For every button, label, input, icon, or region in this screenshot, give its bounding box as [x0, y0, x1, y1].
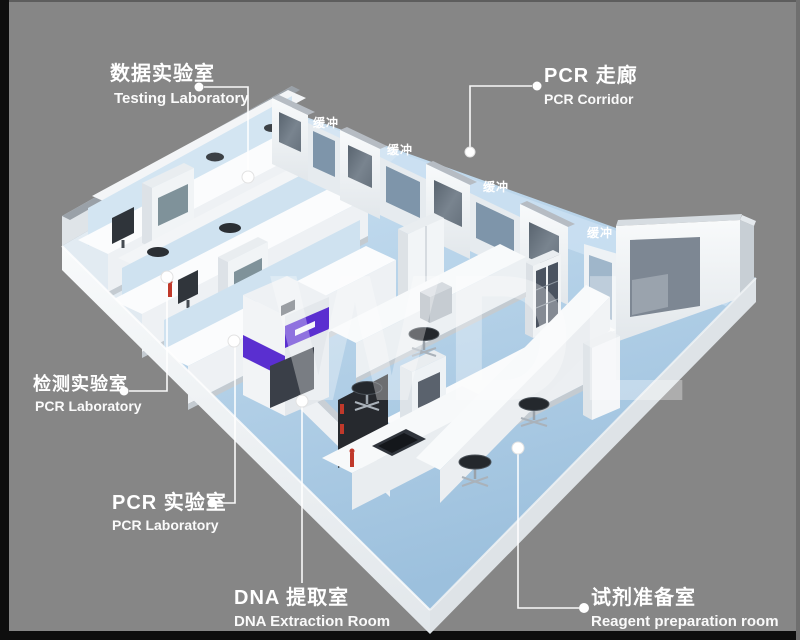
label-testing-laboratory-en: Testing Laboratory	[114, 90, 249, 107]
label-dna-extraction-zh: DNA 提取室	[234, 585, 349, 609]
stool	[408, 327, 440, 357]
watermark: WDL	[270, 238, 692, 439]
monitor	[112, 207, 134, 248]
callout-testing-laboratory: 数据实验室 Testing Laboratory	[110, 61, 255, 184]
buffer-label: 缓冲	[587, 225, 613, 240]
frame-left-edge	[0, 0, 9, 640]
callout-reagent-preparation: 试剂准备室 Reagent preparation room	[511, 441, 779, 630]
callout-pcr-corridor: PCR 走廊 PCR Corridor	[464, 63, 638, 158]
label-detection-laboratory-zh: 检测实验室	[33, 373, 128, 394]
stool	[351, 381, 383, 411]
label-pcr-laboratory-en: PCR Laboratory	[112, 517, 219, 533]
buffer-label: 缓冲	[483, 179, 509, 194]
callouts: 数据实验室 Testing Laboratory PCR 走廊 PCR Corr…	[33, 61, 779, 630]
right-lab-furniture	[322, 213, 620, 510]
stool	[147, 247, 169, 257]
window	[386, 166, 420, 218]
east-corner-room	[616, 214, 756, 342]
frame-right-edge	[796, 0, 800, 640]
eyewash-station	[168, 284, 172, 297]
pcr-machine	[400, 350, 446, 424]
stools	[147, 223, 550, 487]
callout-pcr-laboratory: PCR 实验室 PCR Laboratory	[112, 334, 241, 533]
label-dna-extraction-en: DNA Extraction Room	[234, 613, 390, 630]
work-opening	[270, 347, 314, 408]
frame-top-edge	[9, 0, 800, 2]
label-pcr-corridor-en: PCR Corridor	[544, 91, 634, 107]
stool	[219, 223, 241, 233]
window	[476, 202, 514, 256]
printer	[206, 152, 224, 162]
monitor	[178, 270, 198, 308]
stool	[458, 454, 492, 487]
biosafety-cabinet	[243, 276, 329, 416]
building: WDL	[61, 86, 757, 634]
label-reagent-preparation-zh: 试剂准备室	[591, 585, 696, 609]
buffer-label: 缓冲	[387, 142, 413, 157]
frame-bottom-edge	[0, 631, 800, 640]
label-reagent-preparation-en: Reagent preparation room	[591, 613, 779, 630]
stool	[518, 397, 550, 427]
callout-dna-extraction: DNA 提取室 DNA Extraction Room	[234, 394, 390, 630]
upper-bench	[330, 244, 526, 383]
glass-door-cabinet	[525, 250, 561, 338]
window	[279, 112, 301, 152]
label-pcr-corridor-zh: PCR 走廊	[544, 63, 638, 87]
label-detection-laboratory-en: PCR Laboratory	[35, 398, 142, 414]
buffer-label: 缓冲	[313, 115, 339, 130]
window	[313, 131, 335, 177]
benchtop-analyzer	[420, 282, 452, 323]
window	[348, 145, 372, 188]
label-testing-laboratory-zh: 数据实验室	[110, 61, 215, 85]
column	[583, 331, 620, 420]
window	[434, 180, 462, 227]
label-pcr-laboratory-zh: PCR 实验室	[112, 490, 227, 514]
callout-detection-laboratory: 检测实验室 PCR Laboratory	[33, 270, 174, 414]
outer-walls	[61, 245, 757, 634]
eyewash-station	[350, 453, 354, 467]
